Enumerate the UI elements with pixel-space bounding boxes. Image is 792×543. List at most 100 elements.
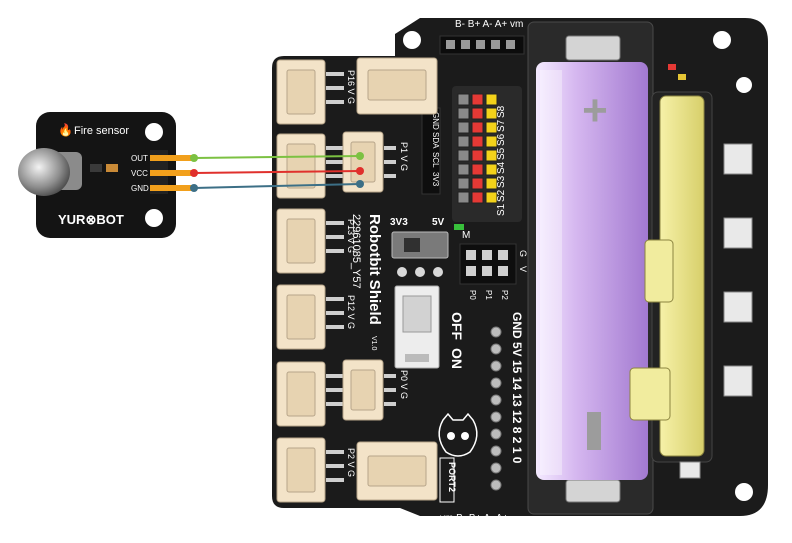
battery-cell [536, 62, 648, 480]
motor-pin [506, 40, 515, 49]
vcc-wire [193, 170, 361, 174]
sensor-pin-label: GND [131, 184, 149, 193]
battery-plus-sign: + [582, 86, 608, 135]
servo-pin [457, 121, 470, 134]
gpio-hole [490, 428, 502, 440]
microbit-connector-bottom [629, 367, 671, 421]
power-switch: 3V3 5V OFF ON [390, 217, 465, 369]
button-1[interactable] [723, 143, 753, 175]
mount-hole-top-right [713, 31, 731, 49]
left-port-4[interactable]: P12 V G [276, 284, 356, 350]
status-led [668, 64, 676, 70]
left-port-pin [326, 325, 344, 329]
p-label: P2 [500, 290, 509, 300]
servo-pin [485, 149, 498, 162]
top-inner-connector-slot [367, 69, 427, 101]
reset-button[interactable] [679, 461, 701, 479]
motor-pin [491, 40, 500, 49]
servo-label: S5 [496, 147, 507, 160]
sensor-pin-3 [150, 185, 194, 191]
motor-pin [446, 40, 455, 49]
left-port-pin [326, 72, 344, 76]
fire-sensor-hole-bottom [145, 209, 163, 227]
button-3[interactable] [723, 291, 753, 323]
button-2[interactable] [723, 217, 753, 249]
mascot-logo [438, 412, 478, 457]
header-indicator [454, 224, 464, 230]
power-jack-pin-3 [433, 267, 443, 277]
servo-pins [457, 93, 498, 204]
bottom-motor-label: vm B- B+ A- A+ [440, 513, 509, 524]
motor-pin [461, 40, 470, 49]
power-jack-pin-2 [415, 267, 425, 277]
left-port-label: P2 V G [346, 448, 356, 477]
fire-sensor-lens [18, 148, 70, 196]
servo-label: S1 [496, 203, 507, 216]
inner-port-slot [350, 369, 376, 411]
servo-pin [485, 93, 498, 106]
inner-port-1[interactable]: P1 V G [342, 131, 409, 193]
inner-port-pin [384, 146, 396, 150]
p-label: P0 [468, 290, 477, 300]
mount-hole-top-left [403, 31, 421, 49]
servo-pin [471, 107, 484, 120]
inner-port-label: P1 V G [399, 142, 409, 171]
gpio-header-label: GND 5V 15 14 13 12 8 2 1 0 [510, 312, 524, 464]
power-select-knob[interactable] [404, 238, 420, 252]
left-port-pin [326, 86, 344, 90]
mount-hole-right [736, 77, 752, 93]
gpio-hole [490, 377, 502, 389]
left-port-pin [326, 100, 344, 104]
sensor-pins [150, 155, 194, 191]
fire-sensor-component-2 [106, 164, 118, 172]
p-pin [466, 266, 476, 276]
servo-label: S6 [496, 133, 507, 146]
p-pins [466, 250, 508, 276]
on-off-switch-slider[interactable] [402, 295, 432, 333]
inner-ports: P1 V G P0 V G P2 V G [342, 131, 432, 479]
left-port-pin [326, 146, 344, 150]
servo-pin [457, 163, 470, 176]
left-port-pin [326, 464, 344, 468]
left-port-3[interactable]: P13 V G [276, 208, 356, 274]
top-inner-connector [356, 57, 438, 115]
servo-label: S8 [496, 105, 507, 118]
pg-label: G [518, 250, 528, 257]
left-port-pin [326, 388, 344, 392]
i2c-label: GND [431, 112, 440, 130]
pg-labels: GV [518, 250, 528, 272]
inner-port-pin [384, 174, 396, 178]
inner-port-2[interactable]: P0 V G [342, 359, 409, 421]
servo-pin [485, 121, 498, 134]
left-port-slot [286, 218, 316, 264]
p-pin [498, 266, 508, 276]
left-port-6[interactable]: P2 V G [276, 437, 356, 503]
inner-port-label: P0 V G [399, 370, 409, 399]
switch-on-label: ON [449, 348, 465, 369]
switch-off-label: OFF [449, 312, 465, 340]
m-label: M [462, 230, 470, 241]
p-pin-header: P0 P1 P2 GV [459, 243, 528, 300]
left-port-1[interactable]: P16 V G [276, 59, 356, 125]
p-label: P1 [484, 290, 493, 300]
fire-sensor-brand: YUR⊗BOT [58, 212, 124, 227]
gpio-hole [490, 343, 502, 355]
left-port-pin [326, 249, 344, 253]
bottom-inner-connector-slot [367, 455, 427, 487]
left-port-5[interactable]: P1 V G [276, 361, 356, 427]
port2-label: PORT2 [447, 462, 457, 492]
out-wire-end [356, 152, 364, 160]
left-port-label: P16 V G [346, 70, 356, 104]
power-left-label: 3V3 [390, 217, 408, 228]
servo-pin [457, 149, 470, 162]
sensor-pin-label: OUT [131, 154, 148, 163]
gnd-wire-start [190, 184, 198, 192]
servo-pin [471, 149, 484, 162]
shield-version: V1.0 [370, 336, 377, 351]
button-4[interactable] [723, 365, 753, 397]
servo-pin [457, 93, 470, 106]
fire-sensor-component-1 [90, 164, 102, 172]
